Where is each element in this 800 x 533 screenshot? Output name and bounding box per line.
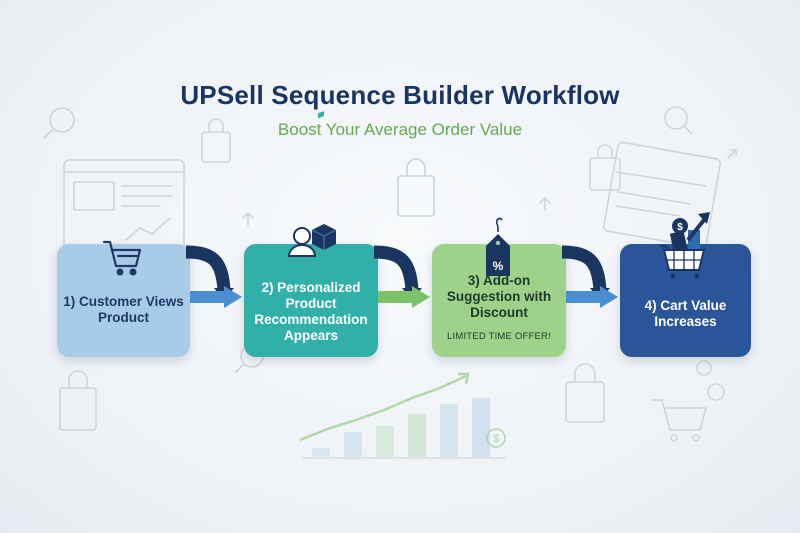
magnifier-icon (43, 107, 75, 139)
shopping-bag-icon (59, 370, 97, 431)
shopping-bag-icon (589, 144, 621, 191)
step-label: 3) Add-on Suggestion with Discount (446, 273, 552, 320)
step-label: 2) Personalized Product Recommendation A… (254, 279, 368, 343)
step-card-cart-value-increases: 4) Cart Value Increases (620, 244, 751, 357)
step-label: 1) Customer Views Product (63, 293, 184, 325)
svg-text:$: $ (493, 433, 499, 445)
limited-offer-badge: LIMITED TIME OFFER! (447, 331, 551, 342)
shopping-bag-icon (201, 118, 231, 163)
step-card-personalized-recommendation: 2) Personalized Product Recommendation A… (244, 244, 378, 357)
step-card-add-on-suggestion: 3) Add-on Suggestion with Discount LIMIT… (432, 244, 566, 357)
shopping-bag-icon (397, 158, 435, 217)
page-title: UPSell Sequence Builder Workflow (180, 80, 620, 110)
wireframe-screen-icon (63, 159, 185, 251)
up-arrow-icon (539, 197, 551, 211)
page-subtitle: Boost Your Average Order Value (277, 120, 523, 139)
growth-bar-chart-icon: $ (299, 372, 506, 459)
shopping-bag-icon (565, 363, 605, 423)
step-label: 4) Cart Value Increases (644, 297, 727, 329)
wireframe-screen-icon (602, 141, 722, 249)
cart-icon (651, 360, 725, 442)
up-arrow-icon (242, 212, 254, 226)
step-card-customer-views-product: 1) Customer Views Product (57, 244, 190, 357)
up-arrow-icon (727, 149, 737, 159)
magnifier-icon (664, 106, 693, 135)
